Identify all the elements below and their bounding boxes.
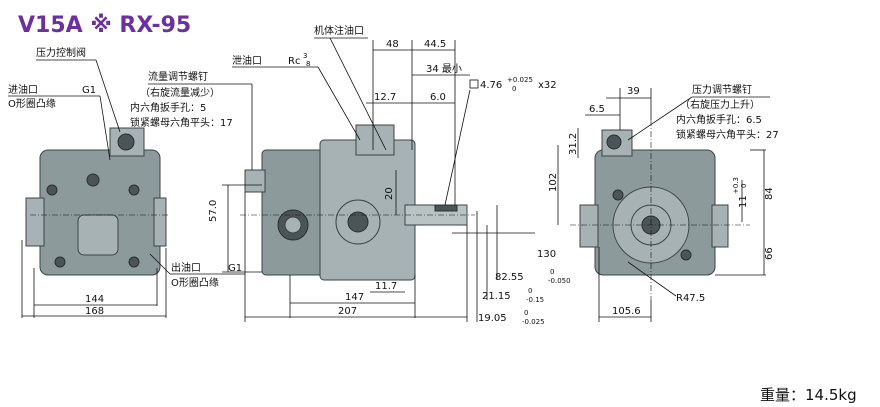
right-flange-right — [711, 204, 729, 248]
dim-82-55: 82.55 — [495, 272, 524, 283]
dim-48: 48 — [386, 39, 399, 50]
dim-20: 20 — [384, 187, 395, 200]
square-symbol — [469, 79, 479, 89]
label-inlet-size: G1 — [82, 85, 96, 96]
dim-34-min: 34 最小 — [426, 63, 462, 75]
flow-screw — [244, 169, 266, 193]
dim-144: 144 — [85, 294, 104, 305]
svg-text:+0.3: +0.3 — [732, 177, 740, 194]
label-fill-port: 机体注油口 — [314, 24, 364, 37]
bolt — [86, 173, 100, 187]
svg-text:0: 0 — [528, 287, 532, 295]
dim-11-7: 11.7 — [375, 281, 397, 292]
label-press-dir: （右旋压力上升） — [680, 98, 760, 111]
dim-44-5: 44.5 — [424, 39, 446, 50]
weight-label: 重量：14.5kg — [760, 386, 857, 404]
svg-text:0: 0 — [550, 268, 554, 276]
label-press-wrench: 内六角扳手孔：6.5 — [676, 113, 762, 126]
dim-12-7: 12.7 — [374, 92, 396, 103]
bolt — [128, 256, 140, 268]
left-view: 144 168 压力控制阀 进油口 G1 O形圈凸缘 出油口 G1 O形圈凸缘 — [8, 46, 245, 318]
svg-text:3: 3 — [303, 52, 307, 60]
label-drain-size: Rc — [288, 56, 300, 67]
bolt — [46, 184, 58, 196]
dim-57: 57.0 — [208, 200, 219, 222]
right-flange-left — [579, 204, 599, 248]
label-outlet: 出油口 — [171, 261, 201, 274]
dim-key-length: x32 — [538, 80, 557, 91]
svg-text:-0.025: -0.025 — [522, 318, 545, 326]
dim-66: 66 — [764, 247, 775, 260]
dim-6-5: 6.5 — [589, 104, 605, 115]
valve-knob — [117, 133, 135, 151]
label-press-nut: 锁紧螺母六角平头：27 — [676, 128, 779, 141]
label-flow-screw: 流量调节螺钉 — [148, 70, 208, 83]
left-center-boss — [77, 214, 119, 256]
dim-key: 4.76 — [480, 80, 502, 91]
right-view: 39 6.5 31.2 102 84 66 11 +0.3 0 105.6 R4… — [548, 83, 779, 322]
bolt — [54, 256, 66, 268]
label-press-screw: 压力调节螺钉 — [692, 83, 752, 96]
svg-text:-0.050: -0.050 — [548, 277, 571, 285]
svg-text:+0.025: +0.025 — [507, 76, 533, 84]
label-flow-dir: （右旋流量减少） — [140, 86, 220, 99]
bolt — [680, 249, 692, 261]
dim-147: 147 — [345, 292, 364, 303]
left-flange-left — [25, 197, 45, 247]
label-drain: 泄油口 — [232, 54, 262, 67]
dim-31-2: 31.2 — [568, 133, 579, 155]
label-inlet: 进油口 — [8, 83, 38, 96]
mid-flange-center — [347, 211, 369, 233]
shaft-key — [434, 204, 458, 212]
label-inlet-flange: O形圈凸缘 — [8, 97, 56, 110]
dim-168: 168 — [85, 306, 104, 317]
bolt — [612, 189, 624, 201]
dim-207: 207 — [338, 306, 357, 317]
label-outlet-flange: O形圈凸缘 — [171, 276, 219, 289]
svg-text:-0.15: -0.15 — [526, 296, 544, 304]
title: V15A ※ RX-95 — [18, 13, 191, 38]
svg-text:0: 0 — [512, 85, 516, 93]
outlet-port-inner — [284, 216, 302, 234]
dim-21-15: 21.15 — [482, 291, 511, 302]
dim-102: 102 — [548, 173, 559, 192]
label-flow-nut: 锁紧螺母六角平头：17 — [130, 116, 233, 129]
dim-105-6: 105.6 — [612, 306, 641, 317]
label-pressure-valve: 压力控制阀 — [36, 46, 86, 59]
left-flange-right — [153, 197, 167, 247]
dim-84: 84 — [764, 187, 775, 200]
left-housing — [39, 149, 161, 276]
svg-text:0: 0 — [524, 309, 528, 317]
dim-130: 130 — [537, 249, 556, 260]
svg-text:8: 8 — [306, 60, 310, 68]
dim-39: 39 — [627, 86, 640, 97]
middle-view: 48 44.5 34 最小 12.7 6.0 4.76 +0.025 0 x32… — [130, 24, 571, 326]
dim-19-05: 19.05 — [478, 313, 507, 324]
label-flow-wrench: 内六角扳手孔：5 — [130, 101, 206, 114]
dim-11: 11 — [738, 195, 749, 208]
bolt — [128, 184, 140, 196]
svg-text:0: 0 — [740, 184, 748, 188]
dim-r47-5: R47.5 — [676, 293, 705, 304]
dim-6-0: 6.0 — [430, 92, 446, 103]
mid-pressure-valve — [355, 124, 395, 156]
label-outlet-size: G1 — [228, 263, 242, 274]
valve-knob — [606, 134, 622, 150]
